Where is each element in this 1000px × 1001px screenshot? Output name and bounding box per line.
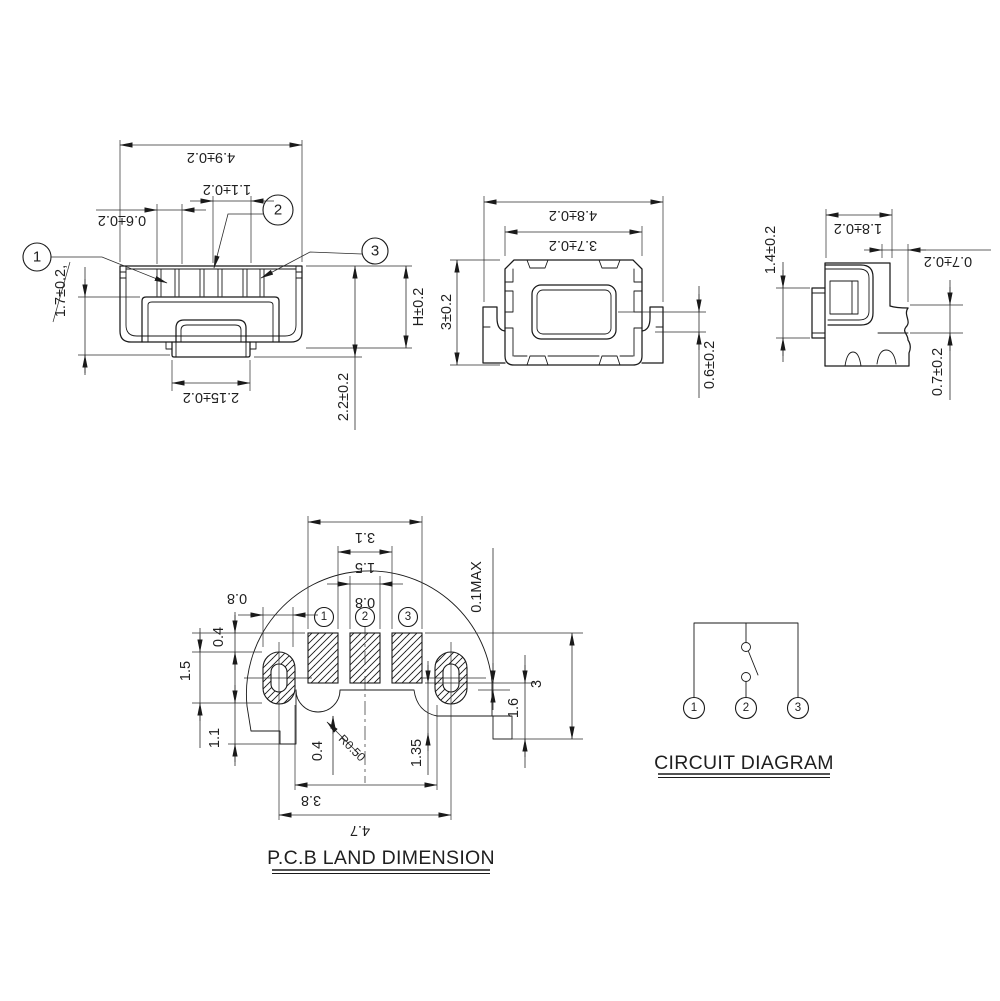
front-body-outline [119, 265, 303, 343]
balloon-2-circle [262, 194, 294, 226]
dim-center-terminal-width: 1.1±0.2 [203, 181, 251, 197]
dim-pad-to-edge: 1.6 [506, 698, 522, 718]
front-seam-ticks [119, 271, 303, 279]
front-bottom-tab [171, 341, 251, 358]
front-view: 1 2 3 4.9±0.2 1.1±0.2 0.6±0.2 [22, 140, 427, 430]
pad-3 [391, 632, 423, 684]
pad-1-balloon [313, 606, 335, 628]
dim-notch-radius: R0.50 [336, 732, 369, 765]
dim-side-terminal-width: 0.6±0.2 [98, 212, 146, 228]
dim-top-button-offset: 0.6±0.2 [702, 341, 718, 389]
front-body-inner [125, 265, 297, 337]
dim-pad-width-left: 0.8 [227, 590, 247, 606]
balloon-3: 3 [260, 237, 389, 279]
front-base [141, 296, 280, 343]
balloon-1-leader [51, 256, 168, 284]
top-notches-bottom [513, 355, 634, 366]
circuit-terminal-2: 2 [743, 702, 749, 714]
dim-height: H±0.2 [411, 288, 427, 327]
dim-slot-inner-span: 3.8 [301, 792, 321, 808]
dim-top-overall-width: 4.8±0.2 [549, 207, 597, 223]
dim-notch-depth: 0.4 [310, 741, 326, 761]
pcb-outline-bottom [295, 681, 493, 717]
pcb-right-foot [491, 715, 513, 740]
side-stem [811, 287, 826, 339]
balloon-1-label: 1 [33, 249, 41, 266]
side-bottom-bumps [844, 349, 897, 367]
side-body-outline [824, 262, 909, 367]
balloon-3-label: 3 [371, 243, 379, 260]
circuit-terminal-3: 3 [795, 702, 801, 714]
dim-slot-height: 1.5 [178, 661, 194, 681]
switch-contact-bottom [741, 672, 751, 682]
dim-pad-gap: 1.5 [355, 559, 375, 575]
pad-2-label: 2 [362, 611, 368, 623]
top-right-foot [641, 306, 664, 364]
balloon-2-label: 2 [274, 202, 282, 219]
circuit-title: CIRCUIT DIAGRAM [654, 752, 834, 774]
pad-2-balloon [354, 606, 376, 628]
dim-pad-width-center: 0.8 [355, 594, 375, 610]
circuit-terminal-1: 1 [691, 702, 697, 714]
top-button-inner [536, 289, 612, 335]
circuit-terminal-1-circle [682, 696, 706, 720]
dim-side-body-width: 1.8±0.2 [834, 220, 882, 236]
balloon-3-leader [260, 251, 363, 279]
front-stem [175, 319, 247, 343]
balloon-2-leader [213, 213, 263, 269]
dim-base-height: 1.7±0.2, [53, 265, 69, 317]
dim-side-top-step: 0.7±0.2 [924, 253, 972, 269]
dim-land-height: 3 [529, 680, 545, 688]
dim-outline-clearance: 0.1MAX [469, 561, 485, 613]
dim-top-body-width: 3.7±0.2 [549, 237, 597, 253]
top-view: 4.8±0.2 3.7±0.2 3±0.2 0.6±0.2 [439, 196, 718, 398]
pad-3-balloon [397, 606, 419, 628]
top-notches-top [526, 259, 621, 269]
dim-slot-pitch: 4.7 [350, 822, 370, 838]
pcb-land-view: 1 2 3 3.1 1.5 0.8 0.8 0.4 1.5 1.1 [178, 516, 583, 874]
pad-1-label: 1 [321, 611, 327, 623]
circuit-wires [693, 622, 799, 698]
front-terminal-3 [242, 268, 265, 297]
dim-top-body-depth: 3±0.2 [439, 294, 455, 330]
dim-pad-span: 3.1 [355, 529, 375, 545]
front-terminal-1 [156, 268, 180, 297]
dim-side-stem-height: 1.4±0.2 [763, 226, 779, 274]
top-body-outline [504, 259, 643, 366]
pad-1 [307, 632, 339, 684]
side-stem-section [829, 280, 859, 315]
side-cover-profile [824, 264, 874, 326]
pad-2 [349, 632, 381, 684]
side-terminal-edge [824, 307, 911, 367]
dim-pad-height: 1.35 [409, 739, 425, 767]
balloon-2: 2 [213, 194, 294, 269]
balloon-3-circle [361, 237, 389, 265]
pcb-outline-arc [245, 570, 493, 707]
switch-arm [748, 651, 759, 676]
top-button-outer [531, 284, 617, 340]
pcb-land-title: P.C.B LAND DIMENSION [267, 847, 495, 869]
balloon-1: 1 [22, 242, 168, 284]
dim-pad-top-offset: 0.4 [211, 627, 227, 647]
dim-total-height: 2.2±0.2 [336, 373, 352, 421]
dim-overall-width: 4.9±0.2 [187, 149, 235, 165]
dim-stem-width: 2.15±0.2 [183, 389, 239, 405]
circuit-terminal-3-circle [786, 696, 810, 720]
circuit-terminal-2-circle [734, 696, 758, 720]
front-terminal-2 [199, 268, 223, 297]
dim-slot-to-edge: 1.1 [207, 728, 223, 748]
circuit-diagram: 1 2 3 CIRCUIT DIAGRAM [654, 622, 834, 778]
radius-leader [326, 721, 360, 755]
dim-side-bottom-step: 0.7±0.2 [930, 348, 946, 396]
side-view: 1.8±0.2 0.7±0.2 1.4±0.2 0.7±0.2 [763, 209, 991, 400]
top-left-foot [482, 306, 506, 364]
pad-3-label: 3 [405, 611, 411, 623]
switch-contact-top [741, 642, 751, 652]
